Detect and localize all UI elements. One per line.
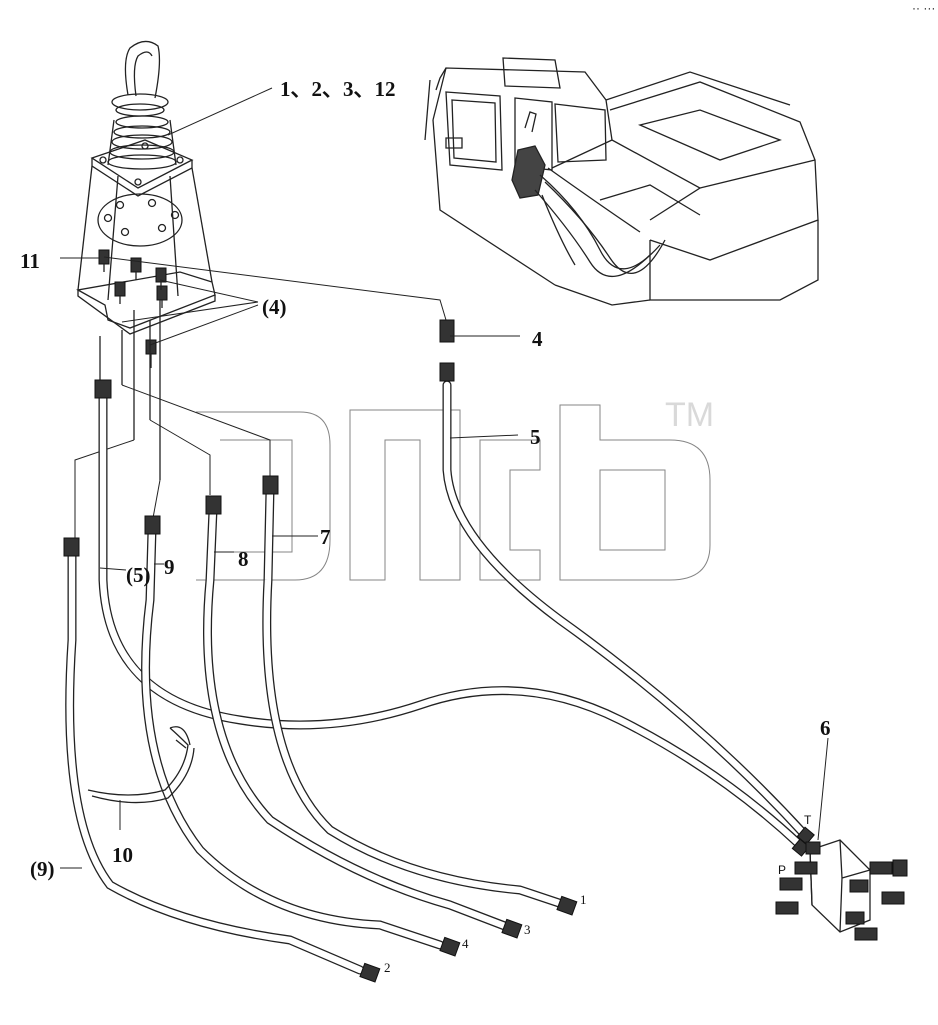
joystick-assembly [76, 40, 216, 480]
hose-end-label-1: 1 [580, 892, 587, 907]
valve-port-t: T [804, 813, 812, 827]
hose-fittings [63, 319, 815, 983]
joystick-port-fittings [98, 249, 168, 368]
hose-end-label-2: 2 [384, 960, 391, 975]
hoses [65, 380, 810, 975]
callout-7: 7 [320, 525, 331, 549]
corner-mark: ·· ··· [912, 1, 935, 15]
callout-11: 11 [20, 249, 40, 273]
callout-4: 4 [532, 327, 543, 351]
callout-labels: 1、2、3、12 11 (4) 4 5 7 8 (5) 9 10 (9) 6 [20, 77, 831, 881]
hose-clamp [87, 726, 195, 804]
callout-1-2-3-12: 1、2、3、12 [280, 77, 396, 101]
callout-9: 9 [164, 555, 175, 579]
valve-block [775, 839, 908, 941]
callout-5-paren: (5) [126, 563, 151, 587]
hose-end-label-4: 4 [462, 936, 469, 951]
callout-6: 6 [820, 716, 831, 740]
callout-8: 8 [238, 547, 249, 571]
watermark-tm: TM [665, 396, 714, 434]
callout-4-paren: (4) [262, 295, 287, 319]
callout-5: 5 [530, 425, 541, 449]
hose-end-label-3: 3 [524, 922, 531, 937]
watermark: TM [196, 396, 714, 581]
callout-9-paren: (9) [30, 857, 55, 881]
leader-lines [60, 87, 829, 869]
routing-lines [74, 256, 447, 540]
valve-port-labels: P T [778, 813, 812, 877]
hose-end-labels: 1 3 4 2 [384, 892, 587, 975]
callout-10: 10 [112, 843, 133, 867]
excavator-illustration [424, 57, 819, 306]
valve-port-p: P [778, 863, 786, 877]
